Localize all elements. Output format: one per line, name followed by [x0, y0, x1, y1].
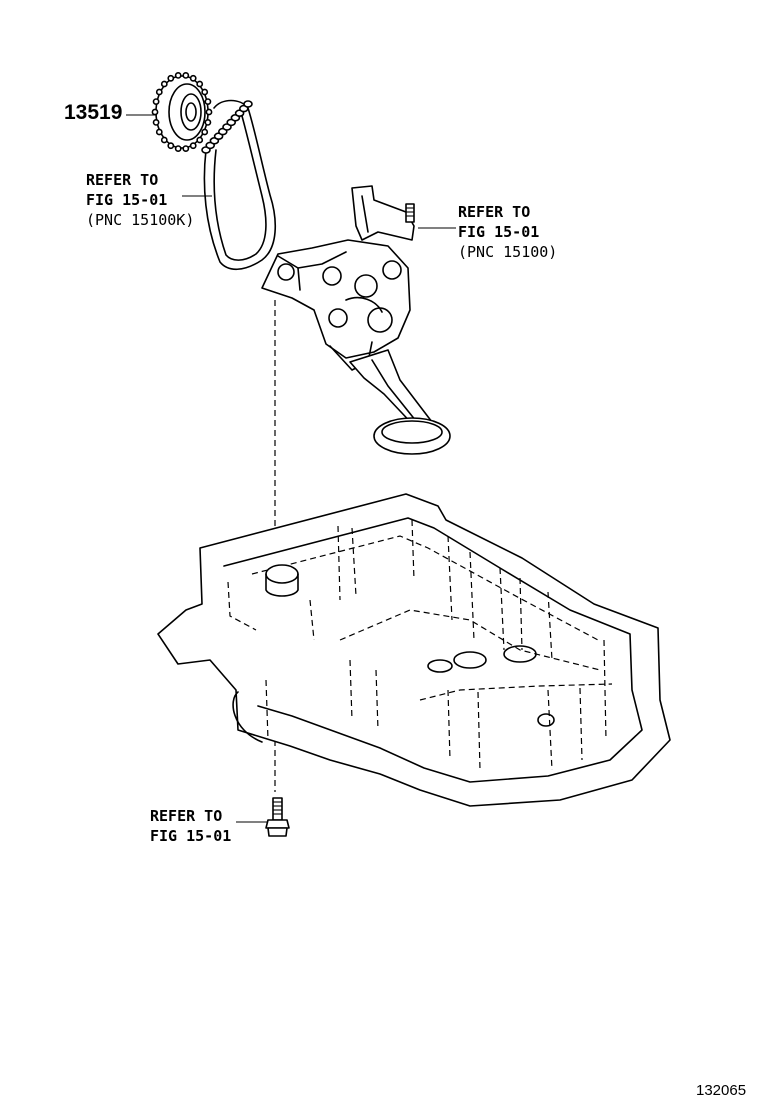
sprocket-tooth: [167, 74, 175, 82]
sprocket-tooth: [182, 72, 190, 79]
sprocket-tooth: [174, 145, 182, 152]
sprocket-tooth: [151, 108, 159, 116]
sprocket-tooth: [204, 98, 212, 105]
sprocket-tooth: [189, 142, 197, 150]
sprocket-tooth: [160, 80, 168, 88]
sprocket-tooth: [205, 108, 213, 116]
sprocket-tooth: [204, 119, 212, 126]
sprocket-tooth: [196, 136, 204, 144]
sprocket-tooth: [201, 128, 209, 136]
sprocket-tooth: [155, 128, 163, 136]
sprocket-13519: [151, 72, 213, 152]
sprocket-tooth: [155, 88, 163, 96]
chain-link: [243, 100, 253, 108]
sprocket-part-number: 13519: [64, 101, 123, 124]
sprocket-tooth: [167, 142, 175, 150]
sprocket-tooth: [152, 98, 160, 105]
chain-ref-line2: FIG 15-01: [86, 191, 168, 209]
pump-ref-line1: REFER TO: [458, 203, 531, 221]
figure-id: 132065: [696, 1082, 747, 1099]
chain-ref-line1: REFER TO: [86, 171, 159, 189]
sprocket-tooth: [189, 74, 197, 82]
oil-pump-chain: [201, 99, 277, 271]
sprocket-tooth: [182, 145, 190, 152]
sprocket-tooth: [201, 88, 209, 96]
pump-ref-line3: (PNC 15100): [458, 243, 558, 261]
pump-ref-line2: FIG 15-01: [458, 223, 540, 241]
oil-pump-assembly: [261, 185, 451, 455]
chain-ref-line3: (PNC 15100K): [86, 211, 195, 229]
sprocket-tooth: [196, 80, 204, 88]
bolt-ref-line2: FIG 15-01: [150, 827, 232, 845]
bolt-ref-line1: REFER TO: [150, 807, 223, 825]
sprocket-tooth: [152, 119, 160, 126]
sprocket-tooth: [160, 136, 168, 144]
sprocket-tooth: [174, 72, 182, 79]
oil-pan: [157, 493, 671, 807]
oil-pan-bolt: [265, 797, 290, 837]
